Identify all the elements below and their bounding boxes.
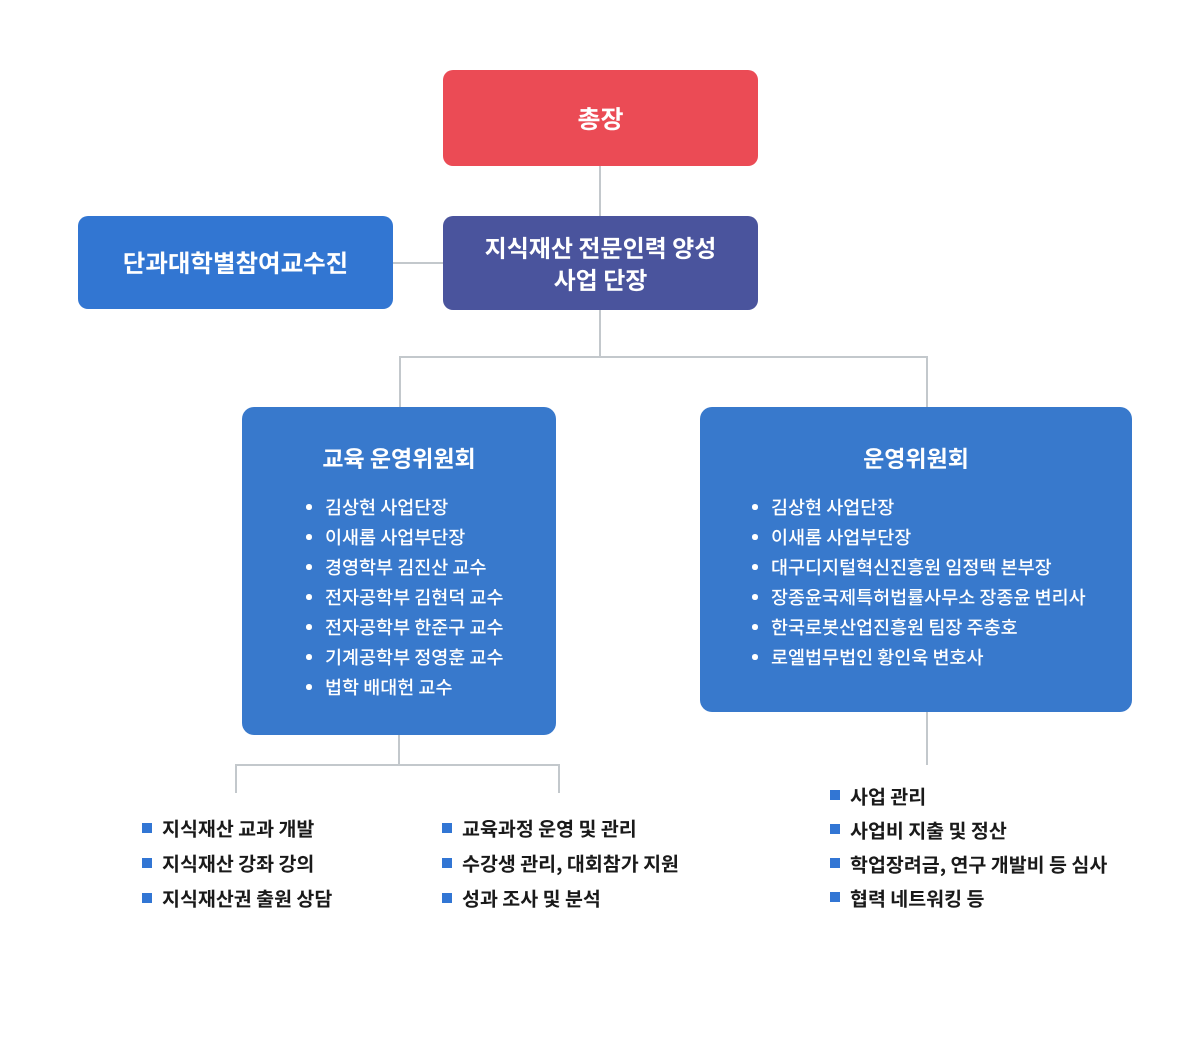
- operation-task: 학업장려금, 연구 개발비 등 심사: [830, 846, 1107, 880]
- square-bullet-icon: [442, 857, 452, 868]
- operation-task-label: 협력 네트워킹 등: [850, 882, 985, 912]
- education-committee-member: 전자공학부 김현덕 교수: [306, 582, 556, 612]
- connector-edu-committee-drop: [399, 356, 401, 407]
- education-committee-member: 김상현 사업단장: [306, 492, 556, 522]
- education-task-label: 지식재산 강좌 강의: [162, 848, 315, 877]
- operation-committee-member: 한국로봇산업진흥원 팀장 주충호: [752, 612, 1132, 642]
- education-task: 지식재산 교과 개발: [142, 810, 332, 845]
- square-bullet-icon: [442, 822, 452, 833]
- education-task-label: 수강생 관리, 대회참가 지원: [462, 848, 679, 877]
- operation-task-label: 학업장려금, 연구 개발비 등 심사: [850, 848, 1108, 878]
- operation-committee-member: 이새롬 사업부단장: [752, 522, 1132, 552]
- director-label: 지식재산 전문인력 양성 사업 단장: [484, 229, 717, 296]
- education-committee-title: 교육 운영위원회: [322, 440, 476, 474]
- connector-op-committee-drop: [926, 356, 928, 407]
- operation-committee-member: 로엘법무법인 황인욱 변호사: [752, 642, 1132, 672]
- square-bullet-icon: [830, 824, 840, 834]
- square-bullet-icon: [830, 858, 840, 868]
- director-box: 지식재산 전문인력 양성 사업 단장: [443, 216, 758, 310]
- education-task: 지식재산권 출원 상담: [142, 880, 332, 915]
- square-bullet-icon: [830, 892, 840, 902]
- connector-director-down: [599, 310, 601, 357]
- connector-edu-tasks-down: [398, 735, 400, 766]
- education-task: 수강생 관리, 대회참가 지원: [442, 845, 679, 880]
- operation-committee-member: 김상현 사업단장: [752, 492, 1132, 522]
- education-task-label: 지식재산권 출원 상담: [162, 883, 333, 912]
- education-committee-member: 기계공학부 정영훈 교수: [306, 642, 556, 672]
- square-bullet-icon: [142, 892, 152, 903]
- operation-task: 사업 관리: [830, 778, 1107, 812]
- operation-task-label: 사업 관리: [850, 780, 927, 810]
- education-task: 교육과정 운영 및 관리: [442, 810, 679, 845]
- faculty-label: 단과대학별참여교수진: [122, 245, 349, 280]
- education-committee-member: 이새롬 사업부단장: [306, 522, 556, 552]
- connector-edu-tasks-drop-left: [235, 764, 237, 793]
- square-bullet-icon: [442, 892, 452, 903]
- education-task: 성과 조사 및 분석: [442, 880, 679, 915]
- education-committee-member: 경영학부 김진산 교수: [306, 552, 556, 582]
- president-label: 총장: [577, 100, 624, 136]
- operation-committee-member: 장종윤국제특허법률사무소 장종윤 변리사: [752, 582, 1132, 612]
- education-task-label: 성과 조사 및 분석: [462, 883, 601, 912]
- square-bullet-icon: [830, 790, 840, 800]
- operation-task-label: 사업비 지출 및 정산: [850, 814, 1007, 844]
- education-task-label: 교육과정 운영 및 관리: [462, 813, 637, 842]
- education-committee-member: 법학 배대헌 교수: [306, 672, 556, 702]
- connector-president-director: [599, 166, 601, 216]
- connector-edu-tasks-drop-right: [558, 764, 560, 793]
- faculty-box: 단과대학별참여교수진: [78, 216, 393, 309]
- square-bullet-icon: [142, 822, 152, 833]
- education-task: 지식재산 강좌 강의: [142, 845, 332, 880]
- operation-task: 사업비 지출 및 정산: [830, 812, 1107, 846]
- education-task-label: 지식재산 교과 개발: [162, 813, 315, 842]
- connector-committees-horizontal: [399, 356, 928, 358]
- connector-op-tasks-down: [926, 712, 928, 765]
- operation-committee-member: 대구디지털혁신진흥원 임정택 본부장: [752, 552, 1132, 582]
- operation-committee-title: 운영위원회: [863, 440, 969, 474]
- president-box: 총장: [443, 70, 758, 166]
- operation-task: 협력 네트워킹 등: [830, 880, 1107, 914]
- connector-edu-tasks-horizontal: [235, 764, 560, 766]
- connector-faculty-director: [393, 262, 443, 264]
- education-committee-member: 전자공학부 한준구 교수: [306, 612, 556, 642]
- square-bullet-icon: [142, 857, 152, 868]
